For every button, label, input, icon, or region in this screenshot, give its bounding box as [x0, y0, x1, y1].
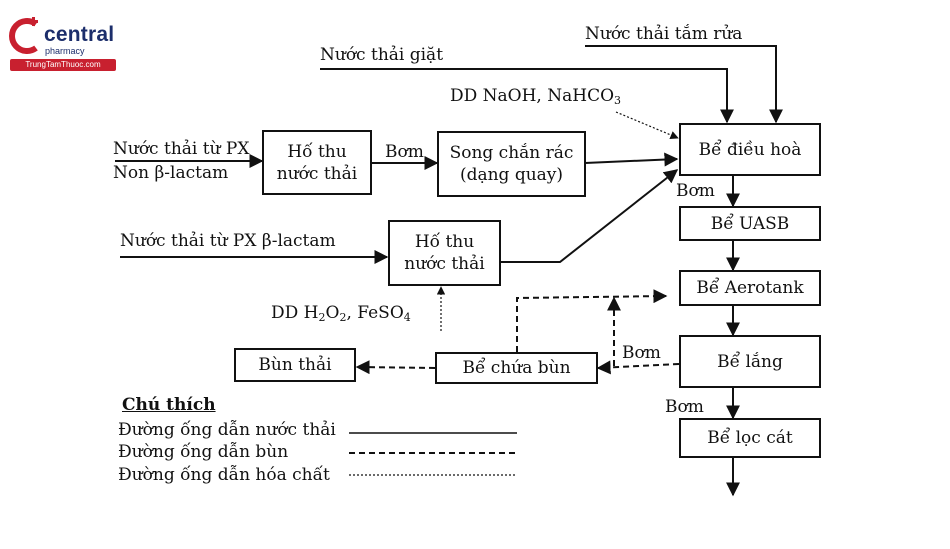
line-naoh: [615, 111, 679, 139]
label-naoh: DD NaOH, NaHCO3: [450, 86, 622, 107]
legend-item-dashed: Đường ống dẫn bùn: [118, 442, 289, 462]
label-bom-loc: Bơm: [665, 397, 704, 417]
sludge-chuabun-bunthai: [355, 360, 436, 375]
box-uasb: Bể UASB: [679, 206, 821, 241]
logo-name: central: [44, 23, 115, 46]
label-px-beta: Nước thải từ PX β-lactam: [120, 231, 336, 251]
logo-mark-icon: [9, 17, 38, 54]
label-bom-1: Bơm: [385, 142, 424, 162]
legend-item-dotted: Đường ống dẫn hóa chất: [118, 465, 330, 485]
sludge-chuabun-aerotank: [516, 289, 668, 352]
line-song-dieuhoa: [584, 152, 679, 167]
box-dieu-hoa: Bể điều hoà: [679, 123, 821, 176]
box-ho-thu-1: Hố thu nước thải: [262, 130, 372, 195]
box-aerotank: Bể Aerotank: [679, 270, 821, 306]
central-pharmacy-logo: central pharmacy TrungTamThuoc.com: [6, 14, 121, 71]
box-chua-bun: Bể chứa bùn: [435, 352, 598, 384]
line-tam-rua: [585, 45, 783, 124]
logo-tagline: pharmacy: [45, 46, 85, 56]
label-tam-rua: Nước thải tắm rửa: [585, 24, 743, 44]
label-giat: Nước thải giặt: [320, 45, 444, 65]
legend-title: Chú thích: [122, 395, 216, 415]
label-h2o2: DD H2O2, FeSO4: [271, 303, 411, 324]
line-hothu2-dieuhoa: [500, 169, 679, 263]
legend-item-solid: Đường ống dẫn nước thải: [118, 420, 336, 440]
label-bom-lang: Bơm: [622, 343, 661, 363]
logo-url: TrungTamThuoc.com: [10, 59, 116, 71]
box-lang: Bể lắng: [679, 335, 821, 388]
sludge-lang-chuabun: [596, 360, 680, 375]
label-px-non-1: Nước thải từ PX: [113, 139, 250, 159]
label-bom-dieu-hoa: Bơm: [676, 181, 715, 201]
box-bun-thai: Bùn thải: [234, 348, 356, 382]
box-ho-thu-2: Hố thu nước thải: [388, 220, 501, 286]
box-song-chan-rac: Song chắn rác (dạng quay): [437, 131, 586, 197]
line-giat: [320, 68, 734, 124]
box-loc-cat: Bể lọc cát: [679, 418, 821, 458]
label-px-non-2: Non β-lactam: [113, 163, 229, 183]
